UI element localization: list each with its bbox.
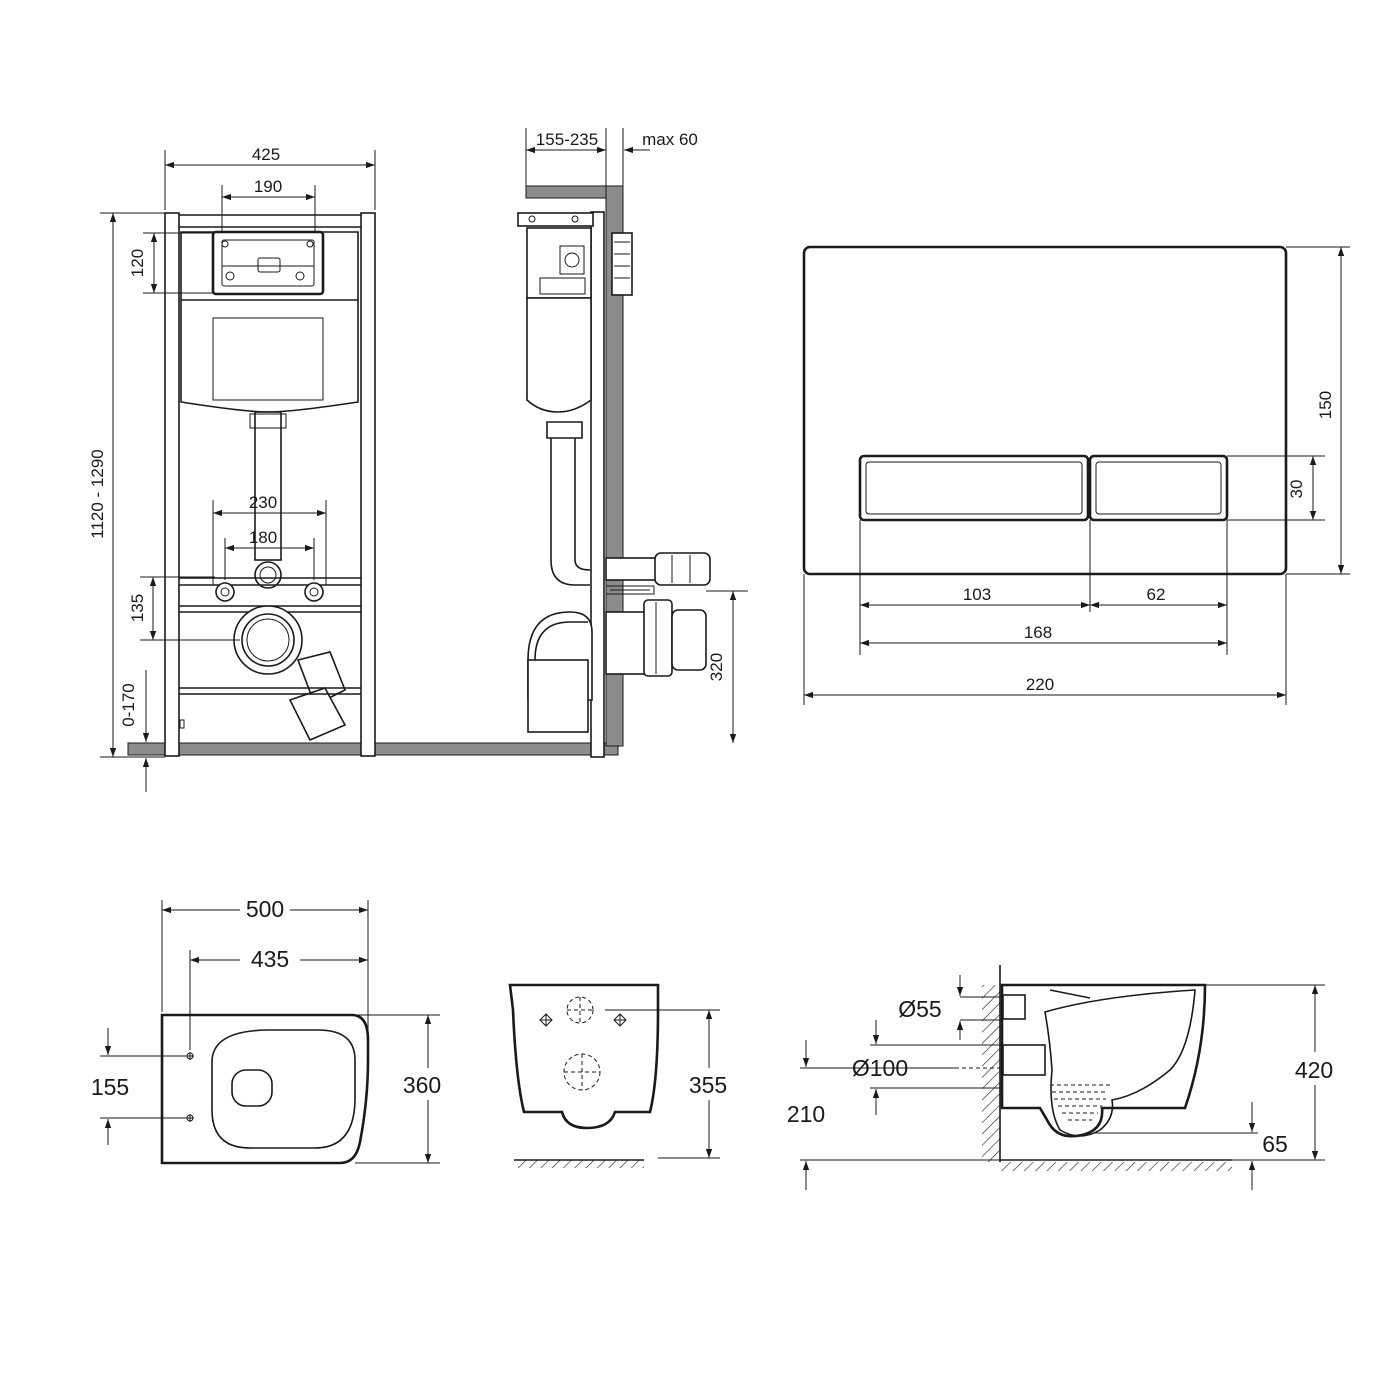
label-wall-max: max 60 <box>642 130 698 149</box>
label-frame-height: 1120 - 1290 <box>88 449 107 538</box>
label-frame-width: 425 <box>252 145 280 164</box>
label-fixing-to-front: 435 <box>251 946 289 972</box>
label-frame-depth: 155-235 <box>536 130 598 149</box>
cistern-side <box>526 297 592 413</box>
label-bolt-inner: 180 <box>249 528 277 547</box>
bowl-interior <box>1044 989 1196 1137</box>
label-fixing-spacing: 155 <box>91 1074 129 1100</box>
label-outlet-height: 320 <box>707 653 726 681</box>
label-outlet-offset: 135 <box>128 594 147 622</box>
flush-plate <box>802 245 1288 576</box>
label-plate-width: 220 <box>1026 675 1054 694</box>
drain-outlet <box>233 605 303 675</box>
label-bolt-outer: 230 <box>249 493 277 512</box>
flush-opening <box>211 230 325 296</box>
label-plate-width: 190 <box>254 177 282 196</box>
drain-connector <box>605 611 647 675</box>
cistern-body <box>180 300 359 413</box>
fixing-left <box>539 1013 553 1027</box>
label-outlet-height: 210 <box>787 1101 825 1127</box>
frame-side-upright <box>590 211 605 758</box>
wall-flange <box>611 232 633 296</box>
bowl-back-view: 355 <box>508 983 727 1168</box>
label-button-height: 30 <box>1287 480 1306 499</box>
drain-pipe <box>527 659 589 733</box>
inlet-connector <box>1002 994 1026 1020</box>
label-plate-height: 120 <box>128 249 147 277</box>
seat-outline <box>211 1029 356 1149</box>
label-leg-adjust: 0-170 <box>119 683 138 726</box>
flush-pipe-outlet <box>254 561 282 589</box>
label-bowl-length: 500 <box>246 896 284 922</box>
valve-housing <box>526 227 592 299</box>
label-water-level: 65 <box>1262 1131 1288 1157</box>
outlet-connector <box>1002 1044 1046 1076</box>
flush-button-small <box>1088 454 1229 522</box>
bowl-side-view: Ø55 Ø100 210 420 65 <box>787 965 1333 1190</box>
frame-right-upright <box>360 212 376 757</box>
inlet-hole <box>566 996 594 1024</box>
label-buttons-total: 168 <box>1024 623 1052 642</box>
floor-hatch <box>514 1160 644 1168</box>
bowl-top-view: 500 435 155 360 <box>91 896 441 1165</box>
bowl-outline-back <box>508 983 660 1130</box>
fixing-right <box>613 1013 627 1027</box>
wall-section <box>605 185 624 747</box>
bowl-outline-side <box>1000 983 1207 1138</box>
frame-front-view: 425 190 120 1120 - 1290 230 180 135 0-17… <box>88 145 619 792</box>
flush-pipe <box>254 411 282 561</box>
label-bowl-height: 420 <box>1295 1057 1333 1083</box>
label-button-right: 62 <box>1147 585 1166 604</box>
frame-side-view: 155-235 max 60 320 <box>517 128 748 758</box>
label-bowl-width: 360 <box>403 1072 441 1098</box>
wall-hatch <box>982 985 1000 1162</box>
label-plate-height: 150 <box>1316 391 1335 419</box>
flush-plate-view: 150 30 103 62 168 220 <box>802 245 1350 705</box>
label-button-left: 103 <box>963 585 991 604</box>
flush-pipe-elbow <box>605 557 659 581</box>
flush-rim-opening <box>231 1069 273 1107</box>
bowl-outline-top <box>160 1013 370 1165</box>
floor-hatch-side <box>1000 1162 1232 1171</box>
bolt-right <box>304 582 324 602</box>
frame-left-upright <box>164 212 180 757</box>
bolt-left <box>215 582 235 602</box>
label-inlet-diameter: Ø55 <box>898 996 941 1022</box>
label-bowl-back-height: 355 <box>689 1072 727 1098</box>
flush-button-large <box>858 454 1090 522</box>
